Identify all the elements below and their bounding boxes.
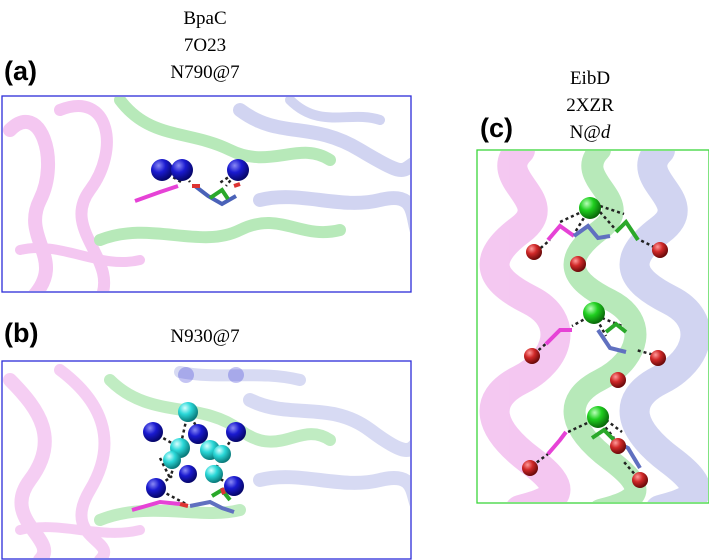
panel-c-title-line-1: EibD <box>569 68 611 89</box>
panel-c-water <box>610 438 626 454</box>
panel-c-ion <box>587 406 609 428</box>
panel-a-frame <box>1 95 412 293</box>
panel-b-frame <box>1 360 412 560</box>
panel-c-water <box>570 256 586 272</box>
panel-b-ion <box>205 465 223 483</box>
panel-c-residue-magenta <box>546 430 568 456</box>
panel-c-water <box>610 372 626 388</box>
panel-a-title-line-3: N790@7 <box>170 62 240 83</box>
panel-c-tag: (c) <box>480 113 513 143</box>
panel-c-water <box>526 244 542 260</box>
panel-c-water <box>652 242 668 258</box>
panel-a-title-line-1: BpaC <box>183 8 227 29</box>
panel-c-residue-magenta <box>546 223 576 242</box>
panel-c-water <box>632 472 648 488</box>
panel-c-residue-blue <box>572 223 611 241</box>
panel-b-title: N930@7 <box>170 326 240 347</box>
panel-a-title-line-2: 7O23 <box>183 35 227 56</box>
panel-b-ion <box>226 422 246 442</box>
panel-c-water <box>524 348 540 364</box>
panel-c-structure <box>479 151 708 502</box>
panel-a-ion <box>227 159 249 181</box>
panel-b-ion <box>179 465 197 483</box>
panel-a-tag: (a) <box>4 56 37 86</box>
panel-b-ion <box>146 478 166 498</box>
panel-b-structure <box>3 364 410 558</box>
panel-b-residue-blue <box>189 499 235 514</box>
panel-a-structure <box>3 97 410 291</box>
panel-c-title-line-2: 2XZR <box>566 95 614 116</box>
panel-a-residue-blue <box>193 184 237 207</box>
panel-a-residue-magenta <box>134 184 179 203</box>
panel-c-residue-magenta <box>544 328 572 346</box>
panel-b-ion <box>143 422 163 442</box>
panel-b-residue-magenta <box>131 499 181 512</box>
panel-c-water <box>650 350 666 366</box>
panel-b-ion <box>188 424 208 444</box>
panel-c-residue-green <box>604 321 628 334</box>
panel-c-water <box>522 460 538 476</box>
panel-a-residue-green <box>208 187 230 201</box>
panel-b-ion <box>213 445 231 463</box>
panel-c-title-italic: d <box>600 122 611 143</box>
panel-b-tag: (b) <box>4 318 39 348</box>
panel-c-ion <box>579 197 601 219</box>
panel-c-frame <box>476 149 709 504</box>
panel-b-ion <box>178 402 198 422</box>
panel-b-ion <box>163 451 181 469</box>
panel-c-residue-green <box>614 218 640 242</box>
panel-a-ion <box>171 159 193 181</box>
panel-b-ion <box>224 476 244 496</box>
panel-c-ion <box>583 302 605 324</box>
panel-c-residue-blue <box>596 328 627 354</box>
panel-a-ion <box>151 159 173 181</box>
panel-c-title-line-3: N@d <box>550 120 630 146</box>
panel-c-title-prefix: N@ <box>569 122 601 143</box>
panel-c-residue-green <box>590 427 616 442</box>
